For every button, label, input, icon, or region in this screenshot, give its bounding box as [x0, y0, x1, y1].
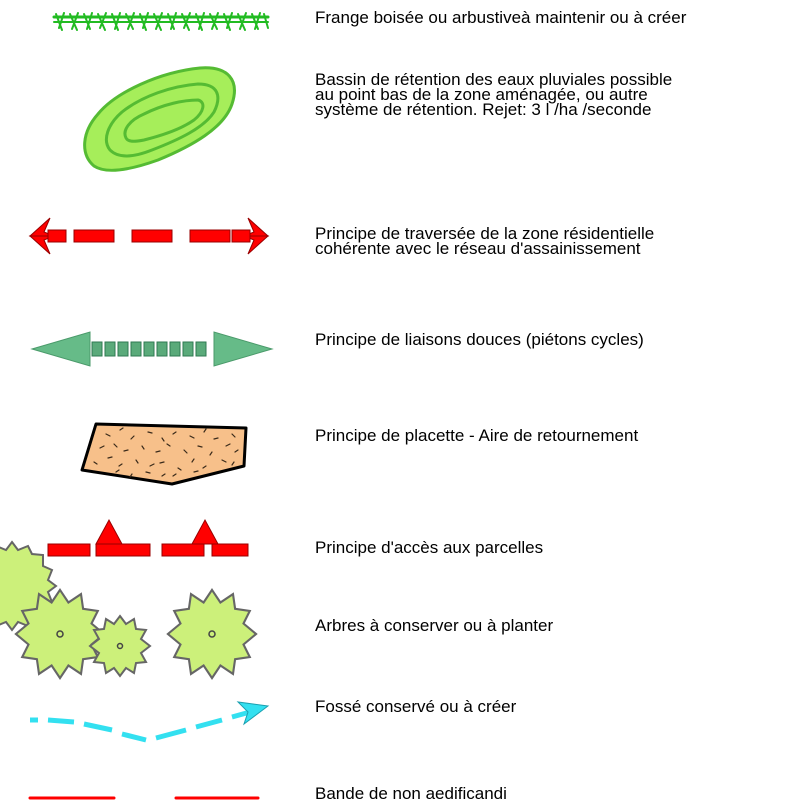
- access-symbol: [47, 518, 249, 557]
- legend-label-bande: Bande de non aedificandi: [315, 784, 507, 803]
- red-double-arrow-symbol: [28, 217, 270, 255]
- basin-symbol: [83, 66, 236, 172]
- legend-label-fosse: Fossé conservé ou à créer: [315, 697, 517, 716]
- placette-symbol: [80, 422, 248, 486]
- legend-label-placette: Principe de placette - Aire de retournem…: [315, 426, 639, 445]
- hedge-symbol: [52, 12, 270, 31]
- legend-label-traversee: Principe de traversée de la zone résiden…: [315, 224, 655, 258]
- tree-symbol: [0, 540, 258, 680]
- legend-label-arbres: Arbres à conserver ou à planter: [315, 616, 554, 635]
- legend-label-frange: Frange boisée ou arbustiveà maintenir ou…: [315, 8, 687, 27]
- ditch-symbol: [30, 701, 270, 743]
- legend-label-bassin: Bassin de rétention des eaux pluviales p…: [315, 70, 673, 119]
- setback-line-symbol: [28, 796, 260, 800]
- green-double-arrow-symbol: [30, 331, 274, 367]
- legend-label-acces: Principe d'accès aux parcelles: [315, 538, 544, 557]
- legend-label-liaisons: Principe de liaisons douces (piétons cyc…: [315, 330, 644, 349]
